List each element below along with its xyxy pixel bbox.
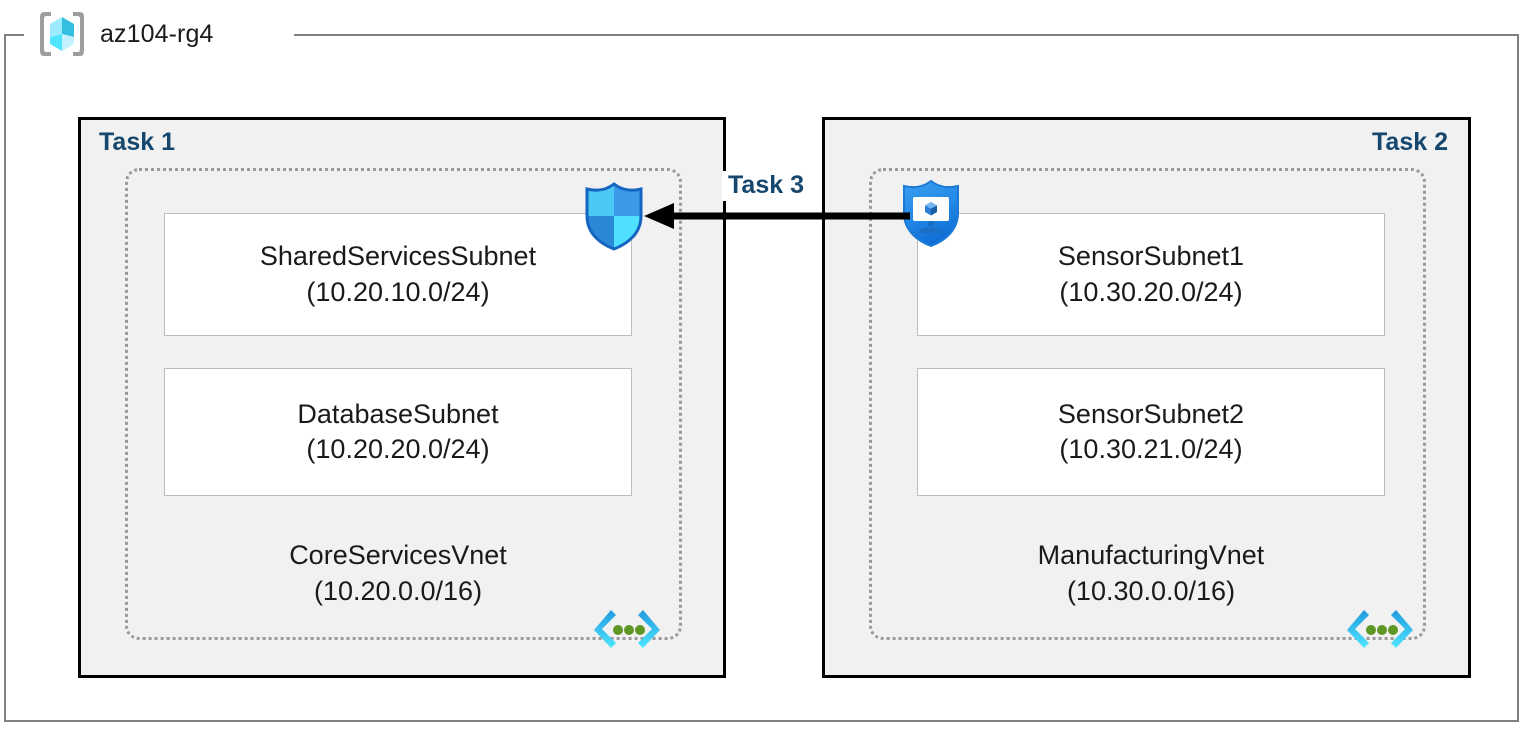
arrow-left-icon xyxy=(640,198,910,234)
subnet-cidr: (10.20.20.0/24) xyxy=(306,434,490,464)
vnet-caption-coreservicesvnet: CoreServicesVnet (10.20.0.0/16) xyxy=(164,538,632,609)
vnet-code-brackets-icon xyxy=(592,608,662,652)
subnet-name: SensorSubnet2 xyxy=(1057,398,1245,429)
shield-firewall-icon[interactable] xyxy=(581,180,647,252)
subnet-box-databasesubnet[interactable]: DatabaseSubnet (10.20.20.0/24) xyxy=(164,368,632,496)
resource-group-cube-icon xyxy=(34,6,90,62)
subnet-cidr: (10.30.21.0/24) xyxy=(1059,434,1243,464)
task-label-3: Task 3 xyxy=(722,171,810,201)
vnet-cidr: (10.20.0.0/16) xyxy=(313,575,483,606)
subnet-name: SharedServicesSubnet xyxy=(259,241,537,272)
vnet-name: CoreServicesVnet xyxy=(289,540,507,570)
vnet-cidr: (10.30.0.0/16) xyxy=(1066,575,1236,606)
vnet-caption-manufacturingvnet: ManufacturingVnet (10.30.0.0/16) xyxy=(917,538,1385,609)
vnet-code-brackets-icon xyxy=(1345,608,1415,652)
resource-group-name: az104-rg4 xyxy=(100,19,214,48)
subnet-cidr: (10.30.20.0/24) xyxy=(1059,276,1243,307)
vnet-container-manufacturingvnet[interactable] xyxy=(869,168,1426,640)
resource-group-frame xyxy=(4,34,1519,722)
subnet-name: SensorSubnet1 xyxy=(1057,241,1245,272)
task-label-2: Task 2 xyxy=(1372,128,1448,156)
vnet-container-coreservicesvnet[interactable] xyxy=(125,168,682,640)
subnet-name: DatabaseSubnet xyxy=(297,398,499,429)
subnet-box-sharedservicessubnet[interactable]: SharedServicesSubnet (10.20.10.0/24) xyxy=(164,213,632,336)
subnet-cidr: (10.20.10.0/24) xyxy=(306,276,490,307)
resource-group-legend: az104-rg4 xyxy=(34,4,213,64)
subnet-box-sensorsubnet2[interactable]: SensorSubnet2 (10.30.21.0/24) xyxy=(917,368,1385,496)
shield-bastion-icon[interactable] xyxy=(898,177,964,249)
subnet-box-sensorsubnet1[interactable]: SensorSubnet1 (10.30.20.0/24) xyxy=(917,213,1385,336)
vnet-name: ManufacturingVnet xyxy=(1037,540,1265,570)
resource-group-legend-mask xyxy=(24,27,294,43)
task-label-1: Task 1 xyxy=(99,128,175,156)
